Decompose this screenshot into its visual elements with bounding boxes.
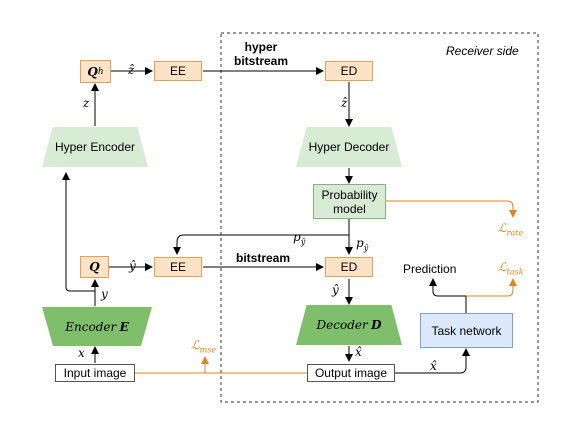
encoder-symbol: E <box>119 319 129 334</box>
qh-subscript: h <box>97 66 104 77</box>
encoder-block: Encoder E <box>42 307 152 346</box>
arrow-task-to-task-loss <box>466 278 517 297</box>
quantizer-box: Q <box>80 256 109 278</box>
hyper-decoder-block: Hyper Decoder <box>296 127 402 167</box>
y-label: y <box>101 287 108 301</box>
rate-loss-label: ℒrate <box>498 221 524 238</box>
x-hat-output-label: x̂ <box>355 345 362 359</box>
y-hat-decoded-label: ŷ <box>332 283 339 297</box>
p-y-hat-label-encoder-side: pŷ <box>293 230 306 247</box>
receiver-side-boundary <box>220 32 539 403</box>
p-y-hat-label-decoder-side: pŷ <box>356 236 369 253</box>
input-image-box: Input image <box>55 364 135 382</box>
entropy-encoder-hyper: EE <box>154 61 202 81</box>
z-label: z <box>83 96 90 110</box>
encoder-label: Encoder <box>65 319 117 334</box>
mse-loss-label: ℒmse <box>191 338 217 355</box>
hyper-encoder-block: Hyper Encoder <box>42 127 148 167</box>
entropy-decoder-hyper: ED <box>325 61 373 81</box>
receiver-side-label: Receiver side <box>446 44 519 58</box>
decoder-symbol: D <box>371 318 382 332</box>
y-hat-label: ŷ <box>129 259 136 273</box>
arrow-output-to-task-network <box>395 348 470 374</box>
z-hat-decoded-label: ẑ <box>341 96 348 110</box>
arrow-prob-model-to-ee <box>173 234 349 255</box>
qh-symbol: Q <box>87 64 98 79</box>
hyper-bitstream-label: hyper bitstream <box>234 40 289 68</box>
prediction-label: Prediction <box>403 262 457 276</box>
entropy-encoder-main: EE <box>154 257 202 277</box>
output-image-box: Output image <box>307 364 395 382</box>
arrow-prob-model-to-rate-loss <box>386 200 517 218</box>
bitstream-label: bitstream <box>236 251 291 265</box>
decoder-label: Decoder <box>316 318 368 332</box>
task-network-block: Task network <box>420 313 513 348</box>
probability-model-block: Probability model <box>313 184 386 219</box>
arrow-encoder-to-hyper-encoder <box>62 172 96 306</box>
decoder-block: Decoder D <box>296 305 402 345</box>
q-symbol: Q <box>89 260 100 274</box>
task-loss-label: ℒtask <box>498 260 524 277</box>
z-hat-label: ẑ <box>128 63 135 77</box>
arrow-task-to-prediction <box>429 278 467 313</box>
entropy-decoder-main: ED <box>325 257 373 277</box>
x-hat-task-label: x̂ <box>430 359 437 373</box>
x-label: x <box>78 346 85 360</box>
